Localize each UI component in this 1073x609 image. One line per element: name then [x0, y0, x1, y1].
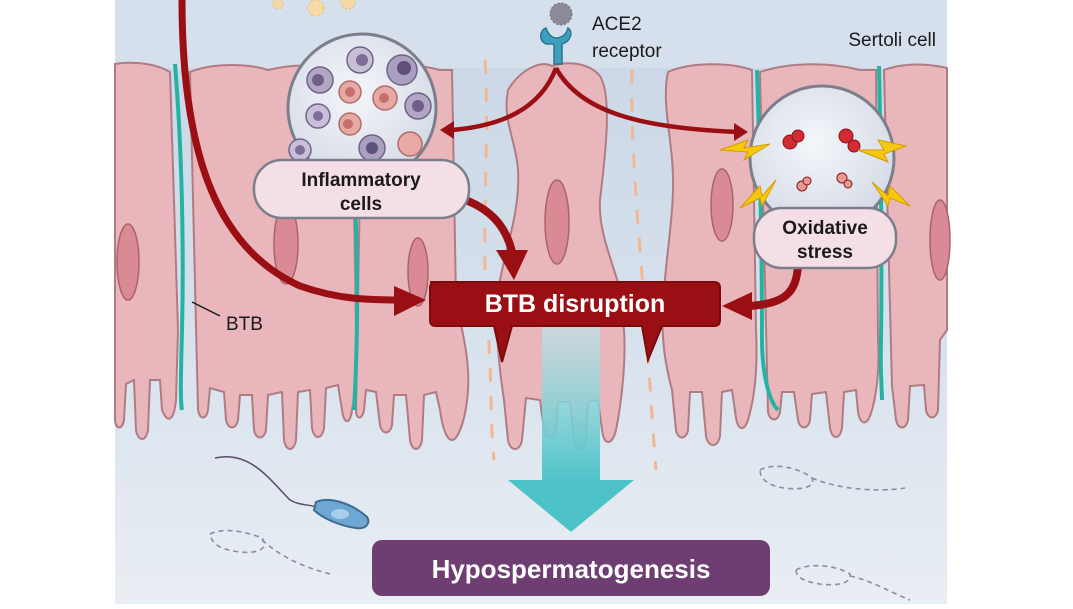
oxidative-label-line2: stress	[797, 242, 853, 263]
lumen-band	[115, 0, 947, 68]
sperm-icon	[214, 455, 370, 530]
inflammatory-label-line2: cells	[340, 194, 382, 215]
arrowhead	[722, 292, 752, 320]
outcome-box: Hypospermatogenesis	[372, 540, 770, 596]
oxidative-bubble: Oxidative stress	[719, 84, 911, 270]
btb-label: BTB	[226, 314, 263, 335]
arrow-ace2-to-inflammatory	[451, 67, 559, 133]
sertoli-cell-label: Sertoli cell	[848, 30, 936, 51]
sperm-icon	[209, 465, 911, 601]
cell-nuclei-left	[116, 203, 429, 307]
ace2-receptor-icon	[540, 26, 572, 65]
btb-leader-line	[191, 301, 221, 317]
cell-nuclei-right	[710, 168, 951, 281]
ace2-label: ACE2	[592, 14, 642, 35]
arrowhead	[440, 121, 454, 139]
arrowhead	[734, 123, 748, 141]
btb-line	[352, 199, 360, 411]
arrowhead	[394, 286, 426, 316]
inflammatory-cell-cluster	[288, 46, 432, 162]
oxidative-label-line1: Oxidative	[782, 218, 868, 239]
arrow-oxidative-to-btb	[747, 265, 802, 310]
receptor-label: receptor	[592, 41, 662, 62]
virus-particles-faint	[272, 0, 356, 17]
hypospermatogenesis-label: Hypospermatogenesis	[432, 554, 711, 584]
virus-icon	[549, 2, 573, 26]
arrow-ace2-to-oxidative	[554, 66, 739, 135]
btb-disruption-box: BTB disruption	[429, 281, 721, 364]
downward-arrow	[508, 326, 634, 532]
inflammatory-label-box	[252, 158, 471, 220]
inflammatory-bubble: Inflammatory cells	[252, 32, 471, 220]
oxidative-label-box	[752, 206, 898, 270]
btb-line	[173, 63, 185, 411]
btb-disruption-label: BTB disruption	[485, 290, 666, 318]
arrow-inflammatory-to-btb	[458, 194, 516, 253]
cell-nucleus-center	[544, 179, 570, 265]
inflammatory-label-line1: Inflammatory	[301, 170, 421, 191]
arrow-path-left	[178, 0, 406, 304]
ros-molecules	[782, 128, 861, 192]
arrowhead	[496, 250, 528, 280]
dashed-junction-left	[483, 59, 496, 461]
lightning-icon	[719, 139, 911, 209]
